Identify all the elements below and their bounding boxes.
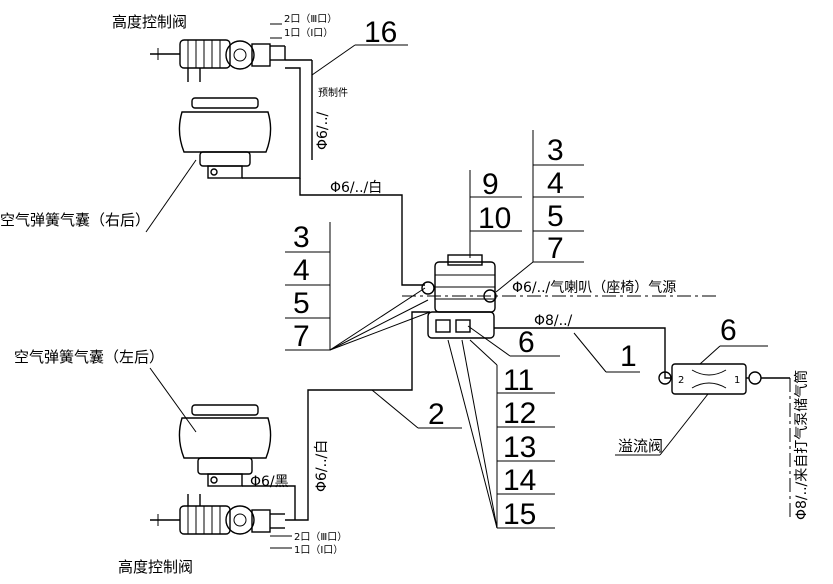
airbag-right-rear [178,97,272,179]
callout-6-right: 6 [720,314,737,347]
callout-14: 14 [503,464,536,497]
airbag-left-rear [178,404,272,487]
callout-16: 16 [364,16,397,49]
pipe-upper-small-label: 预制件 [318,86,348,99]
height-valve-top [150,39,285,82]
port2-bottom-label: 2口（Ⅲ口） [294,531,347,543]
main-valve [421,254,497,339]
pipe-vert-top-label: Φ6/../ [315,111,331,150]
callout-right-7: 7 [547,232,564,265]
pipe-white-top-label: Φ6/../白 [330,180,382,196]
callout-left-5: 5 [293,287,310,320]
pipe-source-label: Φ8/../来自打气泵储气筒 [793,370,810,520]
port1-top-label: 1口（Ⅰ口） [284,27,333,39]
overflow-port2-label: 2 [678,375,684,386]
overflow-port1-label: 1 [734,375,740,386]
callout-9: 9 [482,168,499,201]
pipe-phi8-label: Φ8/../ [534,313,573,329]
callout-left-4: 4 [293,254,310,287]
callout-10: 10 [478,202,511,235]
callout-2: 2 [428,398,445,431]
overflow-valve [658,363,790,395]
pipe-black-label: Φ6/黑 [250,474,289,490]
overflow-valve-label: 溢流阀 [618,437,663,455]
callout-right-3: 3 [547,134,564,167]
callout-right-5: 5 [547,200,564,233]
callout-11: 11 [503,364,534,397]
callout-left-7: 7 [293,320,310,353]
callout-right-4: 4 [547,167,564,200]
callout-12: 12 [503,397,536,430]
airbag-right-rear-label: 空气弹簧气囊（右后） [0,211,150,229]
callout-6-middle: 6 [518,326,535,359]
callout-15: 15 [503,498,536,531]
airbag-left-rear-label: 空气弹簧气囊（左后） [14,348,164,366]
callout-1: 1 [620,340,637,373]
height-valve-bottom-label: 高度控制阀 [118,558,193,576]
pipe-horn-label: Φ6/../气喇叭（座椅）气源 [512,280,676,296]
port2-top-label: 2口（Ⅲ口） [284,13,337,25]
callout-13: 13 [503,431,536,464]
height-valve-bottom [150,494,285,535]
height-valve-top-label: 高度控制阀 [112,13,187,31]
callout-left-3: 3 [293,221,310,254]
pipe-vert-bottom-label: Φ6/../白 [314,440,330,492]
port1-bottom-label: 1口（Ⅰ口） [294,544,343,556]
